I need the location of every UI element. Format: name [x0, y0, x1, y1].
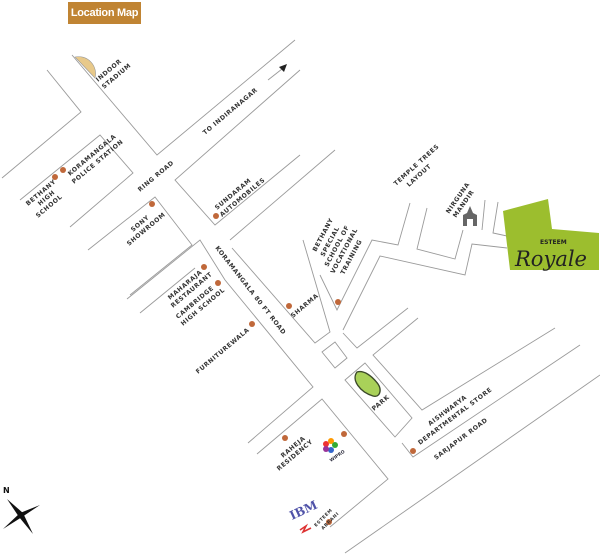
- label-sharma: SHARMA: [290, 292, 320, 319]
- label-sony-showroom: SONY SHOWROOM: [126, 211, 167, 247]
- project-name: Royale: [514, 247, 587, 271]
- label-furniturewala: FURNITUREWALA: [195, 327, 251, 376]
- road-edge: [229, 149, 336, 241]
- road-edge: [372, 317, 556, 411]
- esteem-royale-project: ESTEEM Royale: [503, 199, 599, 271]
- road-edge: [342, 307, 409, 349]
- label-sundaram-automobiles: SUNDARAM AUTOMOBILES: [214, 177, 267, 219]
- road-edge: [126, 239, 314, 444]
- poi-dot: [335, 299, 341, 305]
- road-edge: [481, 199, 486, 231]
- label-bethany-high-school: BETHANY HIGH SCHOOL: [25, 178, 64, 219]
- ibm-text: IBM: [287, 498, 319, 523]
- poi-dot: [286, 303, 292, 309]
- compass-north-label: N: [3, 486, 10, 495]
- label-police-station: KORAMANGALA POLICE STATION: [67, 133, 125, 185]
- roads: [1, 39, 600, 554]
- project-plot: [503, 199, 599, 270]
- traffic-island: [321, 341, 348, 369]
- road-edge: [492, 201, 508, 237]
- label-raheja-residency: RAHEJA RESIDENCY: [276, 435, 315, 472]
- wipro-logo: WIPRO: [323, 438, 346, 464]
- esteem-logo-icon: [299, 523, 312, 534]
- road-edge: [319, 202, 411, 312]
- road-edge: [416, 207, 464, 260]
- road-edge: [174, 69, 301, 226]
- poi-dot: [213, 213, 219, 219]
- road-edge: [71, 39, 296, 156]
- label-indoor-stadium: INDOOR STADIUM: [95, 58, 133, 91]
- ibm-logo: IBM ESTEEM ABRANI: [287, 498, 341, 534]
- poi-dot: [341, 431, 347, 437]
- road-edge: [342, 243, 508, 331]
- road-label-ring-road: RING ROAD: [137, 159, 176, 193]
- road-edge: [1, 69, 82, 179]
- indoor-stadium-shape: [74, 56, 96, 79]
- road-edge: [256, 398, 389, 528]
- poi-dot: [215, 280, 221, 286]
- project-brand: ESTEEM: [540, 239, 567, 246]
- road-edge: [401, 344, 581, 458]
- poi-dot: [60, 167, 66, 173]
- label-aishwarya-store: AISHWARYA DEPARTMENTAL STORE: [417, 386, 494, 446]
- direction-arrow-icon: [279, 64, 287, 72]
- direction-arrow-line: [267, 68, 283, 81]
- map-title: Location Map: [68, 2, 141, 24]
- poi-dot: [201, 264, 207, 270]
- poi-dots: [52, 167, 416, 525]
- poi-dot: [410, 448, 416, 454]
- park-block: [344, 362, 413, 438]
- poi-dot: [326, 519, 332, 525]
- poi-dot: [282, 435, 288, 441]
- label-line: DEPARTMENTAL STORE: [417, 386, 494, 446]
- poi-dot: [249, 321, 255, 327]
- road-edge: [19, 134, 134, 228]
- road-edge: [231, 239, 331, 344]
- road-edge: [139, 267, 196, 314]
- poi-dot: [52, 174, 58, 180]
- road-edge: [344, 374, 600, 554]
- road-edge: [87, 196, 193, 296]
- label-temple-trees-layout: TEMPLE TREES LAYOUT: [393, 143, 441, 188]
- compass-rose-icon: N: [3, 486, 40, 534]
- park-shape: [354, 370, 381, 397]
- park: PARK: [354, 370, 391, 413]
- poi-dot: [149, 201, 155, 207]
- label-bethany-special-school: BETHANY SPECIAL SCHOOL OF VOCATIONAL TRA…: [312, 217, 364, 276]
- temple-icon: [463, 206, 477, 226]
